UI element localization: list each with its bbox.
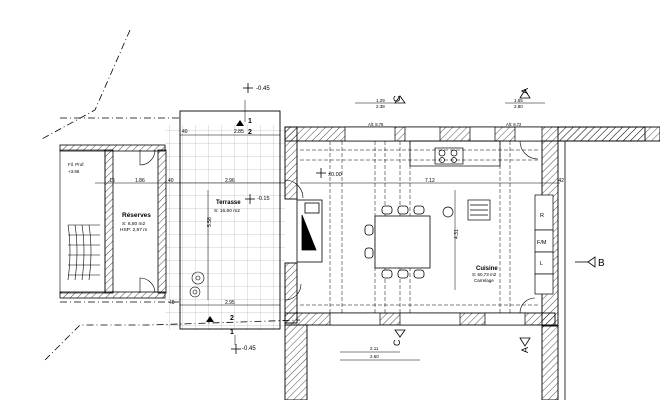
section-markers xyxy=(394,89,596,347)
dim-260: 2.60 xyxy=(370,354,379,359)
dim-285: 2.85 xyxy=(234,129,244,135)
dim-186: 1.86 xyxy=(135,178,145,184)
marker-1-bot: 1 xyxy=(230,329,234,336)
windows xyxy=(329,126,543,326)
reserves-surface: S: 6,60 m2 xyxy=(122,221,146,227)
marker-2-bot: 2 xyxy=(230,315,234,322)
terrasse-floor xyxy=(165,125,285,330)
dim-40-top: 40 xyxy=(182,129,188,135)
level-interior: ±0.00 xyxy=(328,172,342,178)
terrasse-name: Terrasse xyxy=(216,200,241,206)
property-line xyxy=(39,29,301,361)
dining-table xyxy=(364,205,431,279)
level-terrace: -0.15 xyxy=(257,196,270,202)
marker-1-top: 1 xyxy=(248,118,252,125)
sink xyxy=(442,199,491,221)
dim-558: 5.58 xyxy=(207,217,213,227)
cuisine-name: Cuisine xyxy=(476,266,498,272)
dim-295: 2.95 xyxy=(225,300,235,306)
marker-2-top: 2 xyxy=(248,129,252,136)
dim-296: 2.96 xyxy=(225,178,235,184)
dim-155: 1.55 xyxy=(514,98,523,103)
dim-712: 7.12 xyxy=(425,178,435,184)
alt-1: Alt: 8.78 xyxy=(368,122,384,127)
fil-label: Fil. Prof. xyxy=(68,162,85,167)
appliance-l: L xyxy=(540,261,543,267)
dim-238: 2.38 xyxy=(376,104,385,109)
reserves-hsp: HSP: 2,97 m xyxy=(120,227,147,233)
cuisine-surface: S: 60,73 m2 xyxy=(472,272,497,277)
plants xyxy=(189,271,205,298)
dim-015: .15 xyxy=(108,178,115,184)
stove xyxy=(296,199,323,263)
appliance-column xyxy=(534,194,554,295)
section-a-top: A xyxy=(520,88,530,94)
level-top: -0.45 xyxy=(256,86,270,92)
section-b: B xyxy=(598,258,605,269)
fil-value: +3.86 xyxy=(68,169,80,174)
terrasse-outline xyxy=(179,110,281,330)
section-a-bottom: A xyxy=(520,347,530,353)
cuisine-floor: Carrelage xyxy=(474,278,494,283)
dim-129: 1.29 xyxy=(376,98,385,103)
alt-2: Alt: 8.72 xyxy=(506,122,522,127)
level-bottom: -0.45 xyxy=(242,346,256,352)
appliance-r: R xyxy=(540,213,544,219)
level-arrows xyxy=(206,120,244,322)
dim-431: 4.31 xyxy=(454,229,460,239)
kitchen-counter xyxy=(409,140,501,167)
reserves-name: Réserves xyxy=(122,212,151,219)
terrasse-surface: S: 16,60 m2 xyxy=(214,208,240,214)
dim-40-bot: 40 xyxy=(169,300,175,306)
reserves-walls xyxy=(59,144,167,299)
dim-280: 2.80 xyxy=(514,104,523,109)
level-marks xyxy=(231,83,326,354)
dimension-lines xyxy=(95,100,560,361)
appliance-fm: F/M xyxy=(537,240,547,246)
dim-40-top2: 40 xyxy=(168,178,174,184)
section-c-top: C xyxy=(392,95,402,102)
dim-042: .42 xyxy=(557,178,564,184)
staircase xyxy=(67,224,100,281)
dim-211: 2.11 xyxy=(370,346,379,351)
section-c-bottom: C xyxy=(392,339,402,346)
